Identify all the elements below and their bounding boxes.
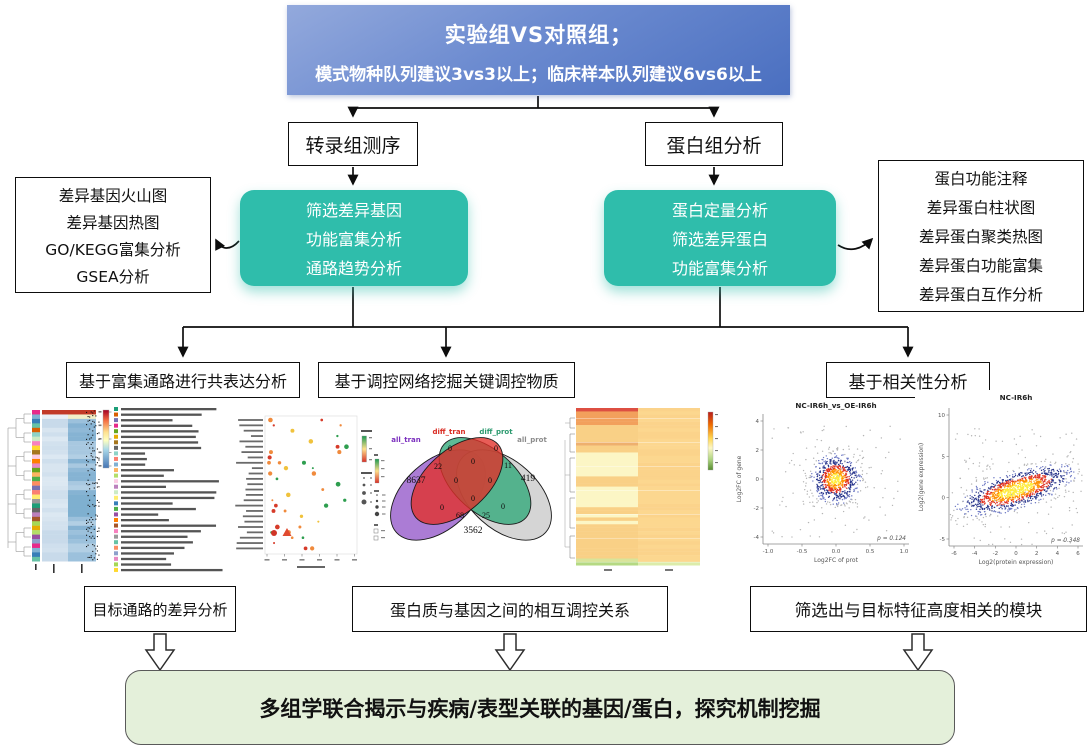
svg-text:0: 0 (454, 476, 458, 485)
protein-output-item: 差异蛋白功能富集 (918, 256, 1043, 275)
gene-process-box: 筛选差异基因 功能富集分析 通路趋势分析 (240, 190, 468, 286)
result-module-box: 筛选出与目标特征高度相关的模块 (750, 586, 1087, 632)
gene-output-item: GO/KEGG富集分析 (45, 240, 181, 259)
svg-text:-2: -2 (993, 551, 998, 557)
gene-process-item: 通路趋势分析 (305, 258, 402, 278)
svg-text:0: 0 (488, 476, 492, 485)
protein-process-item: 功能富集分析 (671, 258, 768, 278)
correlation-scatter-left-figure: NC-IR6h_vs_OE-IR6h -1.0 -0.5 0.0 0.5 1.0 4 2 0 -2… (733, 398, 915, 572)
svg-text:419: 419 (521, 474, 536, 484)
venn-set-label: diff_prot (479, 428, 513, 436)
svg-text:4: 4 (1056, 551, 1060, 557)
svg-text:-1.0: -1.0 (763, 549, 774, 555)
branch-network-header: 基于调控网络挖掘关键调控物质 (318, 362, 575, 398)
svg-text:0: 0 (471, 457, 475, 466)
svg-text:0: 0 (942, 496, 946, 502)
svg-text:-5: -5 (940, 537, 946, 543)
gene-output-item: 差异基因火山图 (58, 186, 168, 205)
svg-text:-6: -6 (951, 551, 957, 557)
trend-heatmap-figure (562, 400, 720, 578)
svg-text:68: 68 (456, 511, 464, 520)
protein-output-item: 蛋白功能注释 (934, 169, 1028, 188)
svg-text:0: 0 (494, 444, 498, 453)
enrichment-dotplot-figure (235, 400, 380, 576)
venn-set-label: diff_tran (432, 428, 465, 436)
protein-output-item: 差异蛋白互作分析 (918, 285, 1043, 304)
result-regulation-box: 蛋白质与基因之间的相互调控关系 (352, 586, 668, 632)
svg-text:NC-IR6h_vs_OE-IR6h: NC-IR6h_vs_OE-IR6h (795, 401, 876, 410)
proteome-analysis-box: 蛋白组分析 (645, 122, 783, 166)
transcriptome-sequencing-box: 转录组测序 (288, 122, 418, 166)
experiment-vs-control-banner: 实验组VS对照组； 模式物种队列建议3vs3以上；临床样本队列建议6vs6以上 (287, 5, 790, 95)
venn-set-label: all_tran (391, 436, 421, 444)
svg-text:Log2FC of prot: Log2FC of prot (814, 557, 859, 564)
banner-line1: 实验组VS对照组； (444, 23, 633, 47)
svg-text:p = 0.348: p = 0.348 (1050, 538, 1080, 544)
conclusion-box: 多组学联合揭示与疾病/表型关联的基因/蛋白，探究机制挖掘 (125, 670, 955, 745)
result-pathway-diff-box: 目标通路的差异分析 (84, 586, 236, 632)
svg-text:0.5: 0.5 (866, 549, 875, 555)
svg-text:2: 2 (1035, 551, 1039, 557)
svg-text:22: 22 (434, 462, 442, 471)
svg-text:Log2FC of gene: Log2FC of gene (736, 455, 743, 502)
svg-text:2: 2 (756, 448, 760, 454)
protein-process-box: 蛋白定量分析 筛选差异蛋白 功能富集分析 (604, 190, 836, 286)
gene-outputs-box: 差异基因火山图 差异基因热图 GO/KEGG富集分析 GSEA分析 (15, 177, 211, 293)
banner-line2: 模式物种队列建议3vs3以上；临床样本队列建议6vs6以上 (315, 65, 762, 85)
svg-text:-4: -4 (754, 535, 760, 541)
svg-text:NC-IR6h: NC-IR6h (1000, 393, 1033, 402)
svg-text:3562: 3562 (464, 526, 483, 536)
branch-correlation-header: 基于相关性分析 (826, 362, 990, 398)
svg-text:0.0: 0.0 (832, 549, 841, 555)
gene-process-item: 筛选差异基因 (305, 200, 402, 220)
svg-text:25: 25 (482, 511, 490, 520)
protein-process-item: 筛选差异蛋白 (671, 229, 768, 249)
svg-text:0: 0 (501, 502, 505, 511)
svg-text:8637: 8637 (407, 476, 426, 486)
protein-output-item: 差异蛋白聚类热图 (918, 227, 1043, 246)
gene-process-item: 功能富集分析 (305, 229, 402, 249)
svg-text:1.0: 1.0 (900, 549, 909, 555)
svg-text:-4: -4 (972, 551, 978, 557)
gene-output-item: 差异基因热图 (66, 213, 160, 232)
svg-text:-2: -2 (754, 506, 759, 512)
coexpression-heatmap-figure (2, 398, 235, 578)
svg-text:-0.5: -0.5 (797, 549, 808, 555)
svg-text:0: 0 (756, 477, 760, 483)
branch-coexpression-header: 基于富集通路进行共表达分析 (66, 362, 300, 398)
svg-text:0: 0 (471, 494, 475, 503)
svg-text:0: 0 (1014, 551, 1018, 557)
svg-text:11: 11 (504, 461, 512, 470)
svg-text:Log2(gene expression): Log2(gene expression) (918, 443, 925, 511)
protein-output-item: 差异蛋白柱状图 (926, 198, 1036, 217)
svg-text:4: 4 (756, 419, 760, 425)
svg-text:p = 0.124: p = 0.124 (876, 536, 906, 542)
protein-outputs-box: 蛋白功能注释 差异蛋白柱状图 差异蛋白聚类热图 差异蛋白功能富集 差异蛋白互作分… (878, 160, 1084, 312)
protein-process-item: 蛋白定量分析 (671, 200, 768, 220)
venn-diagram-figure: all_tran diff_tran diff_prot all_prot 8637 0 0… (372, 402, 570, 574)
svg-text:Log2(protein expression): Log2(protein expression) (979, 559, 1054, 566)
svg-text:5: 5 (942, 454, 946, 460)
svg-text:0: 0 (440, 503, 444, 512)
svg-text:10: 10 (938, 413, 945, 419)
gene-output-item: GSEA分析 (76, 267, 150, 286)
svg-text:0: 0 (448, 444, 452, 453)
venn-set-label: all_prot (517, 436, 547, 444)
svg-text:6: 6 (1076, 551, 1080, 557)
